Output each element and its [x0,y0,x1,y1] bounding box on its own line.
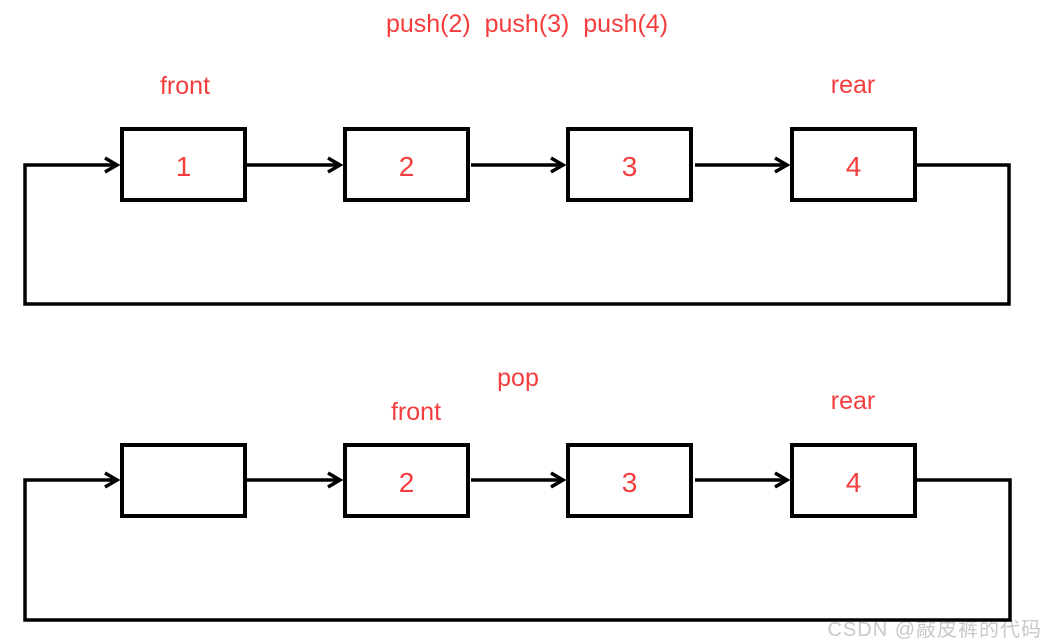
queue-node-value: 4 [845,150,862,182]
queue-node-box: 3 [566,127,693,202]
pop-loopback-line [23,471,1012,622]
pop-operation-title: pop [497,364,539,392]
push-operations-title: push(2) push(3) push(4) [385,10,669,38]
queue-node-value: 4 [845,466,862,498]
queue-node-value: 2 [398,466,415,498]
front-label: front [159,72,211,100]
rear-label: rear [830,387,876,415]
push-loopback-line [23,156,1011,306]
queue-node-box: 4 [790,127,917,202]
queue-node-value: 3 [621,466,638,498]
csdn-watermark: CSDN @敲皮裤的代码 [827,619,1042,641]
queue-node-box [120,443,247,518]
queue-node-box: 4 [790,443,917,518]
queue-node-value: 1 [175,150,192,182]
queue-node-box: 2 [343,127,470,202]
queue-node-box: 2 [343,443,470,518]
queue-node-box: 1 [120,127,247,202]
queue-node-value: 2 [398,150,415,182]
rear-label: rear [830,71,876,99]
queue-node-box: 3 [566,443,693,518]
queue-node-value: 3 [621,150,638,182]
front-label: front [390,398,442,426]
